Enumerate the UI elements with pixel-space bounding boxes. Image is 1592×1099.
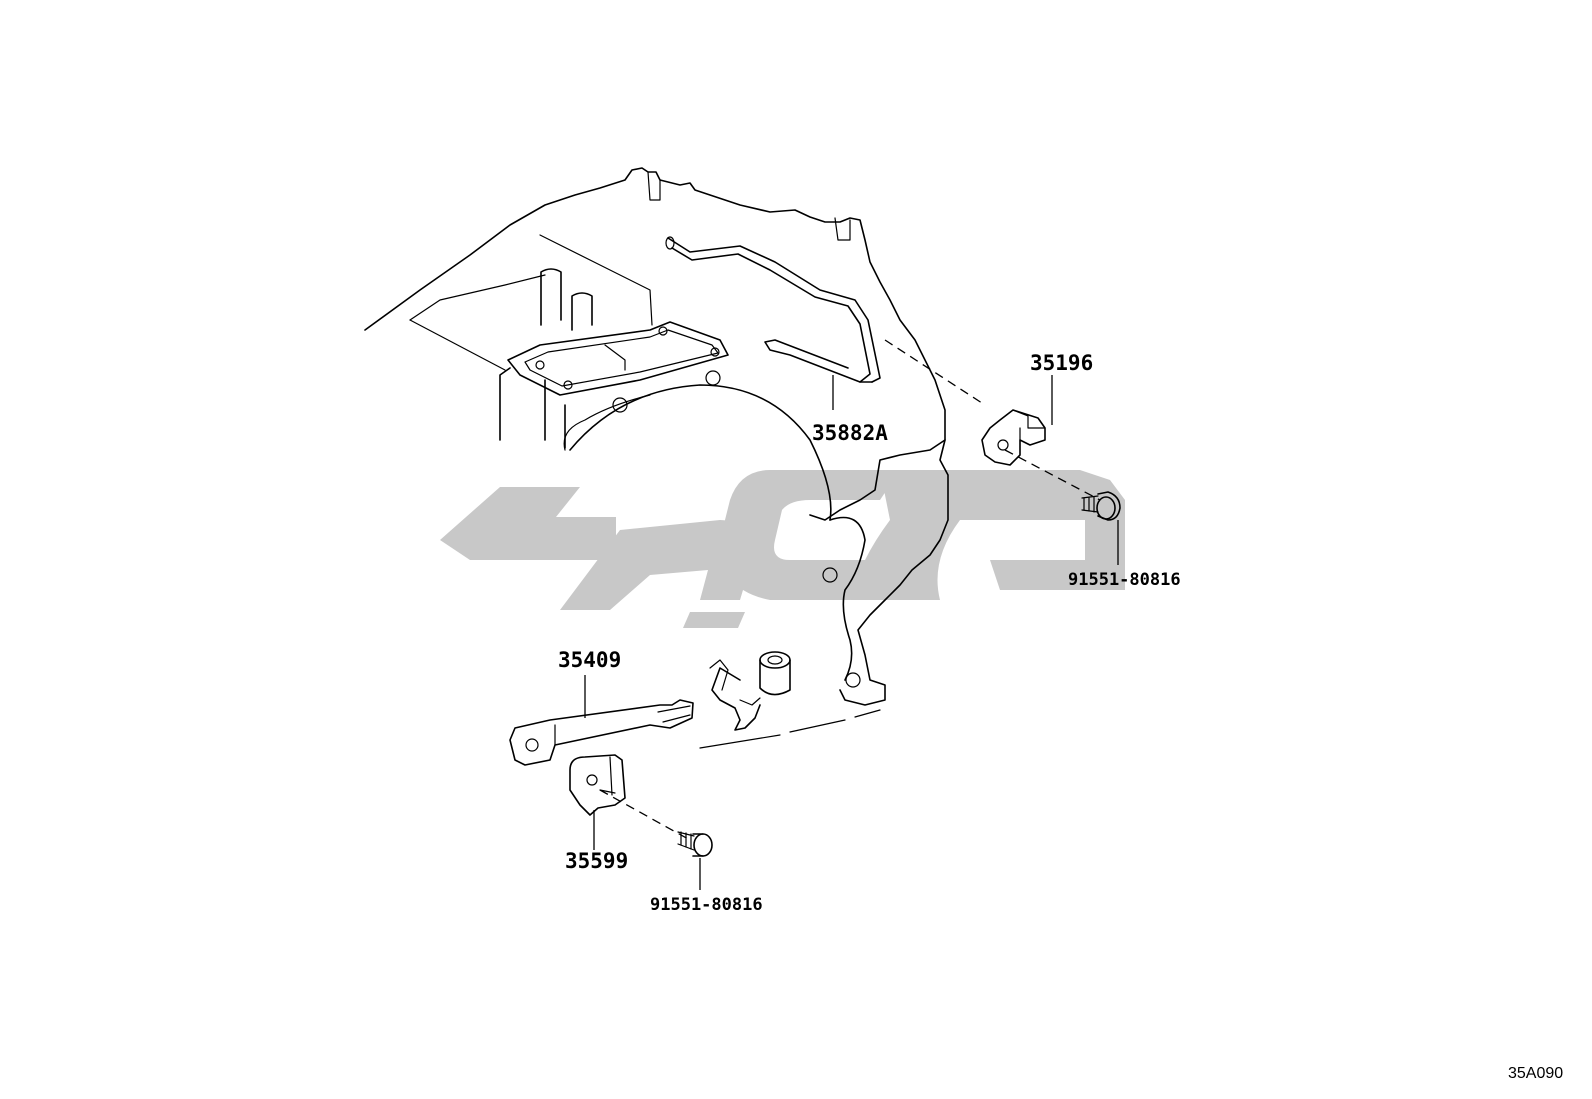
label-35599: 35599: [565, 849, 628, 873]
diagram-ref-code: 35A090: [1508, 1065, 1563, 1082]
watermark-logo: [440, 470, 1125, 628]
label-35409: 35409: [558, 648, 621, 672]
release-bearing: [709, 651, 791, 731]
transmission-housing: [364, 167, 949, 749]
label-35882a: 35882A: [812, 421, 888, 445]
clip-35196: [981, 409, 1046, 466]
bolt-91551-a: [1081, 491, 1121, 521]
label-91551-80816-a: 91551-80816: [1068, 570, 1181, 590]
bolt-91551-b: [677, 831, 713, 857]
fork-35409: [509, 699, 694, 766]
label-35196: 35196: [1030, 351, 1093, 375]
label-91551-80816-b: 91551-80816: [650, 895, 763, 915]
bracket-35599: [569, 754, 626, 816]
hose-35882a: [665, 236, 881, 383]
